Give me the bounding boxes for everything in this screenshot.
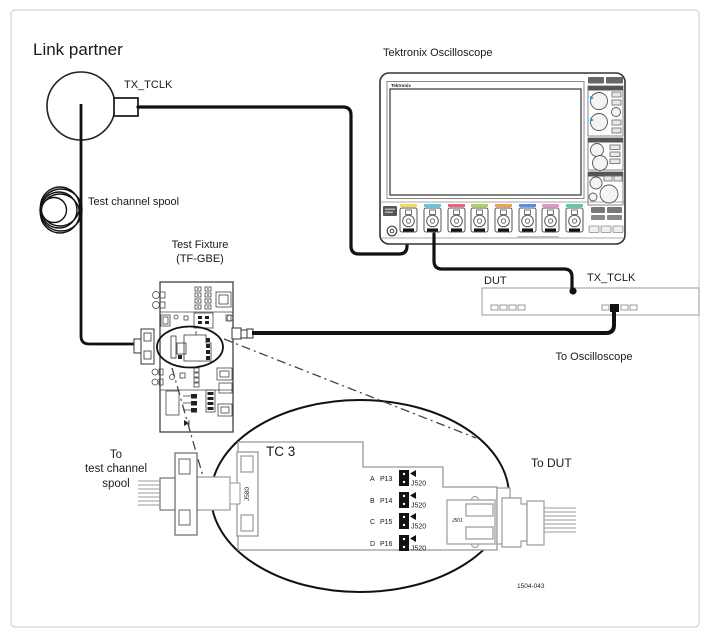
jumper-a-pin: P13 xyxy=(380,476,393,483)
spool-side-plug xyxy=(138,452,241,536)
scope-channel-row xyxy=(399,204,584,233)
ch7-bnc-connector xyxy=(541,207,560,233)
figure-number: 1504-043 xyxy=(517,583,545,590)
ch4-bnc-connector xyxy=(470,207,489,233)
link-partner-node xyxy=(46,71,139,346)
test-fixture-board xyxy=(133,281,254,433)
tx-tclk-connector xyxy=(113,97,139,117)
scope-screen xyxy=(386,81,585,199)
jumper-row-c xyxy=(399,513,416,529)
ch3-color-stripe xyxy=(448,204,465,207)
to-spool-label-line3: spool xyxy=(102,478,130,490)
dut-board xyxy=(481,287,700,316)
jumper-b-ref: J520 xyxy=(411,503,426,510)
test-fixture-label-line1: Test Fixture xyxy=(172,239,229,251)
front-panel-fineprint xyxy=(517,236,559,238)
callout-source-ellipse xyxy=(156,325,224,369)
oscilloscope xyxy=(379,72,626,245)
ch6-color-stripe xyxy=(519,204,536,207)
jumper-row-b xyxy=(399,492,416,508)
ch5-bnc-connector xyxy=(494,207,513,233)
scope-brand-logo: Tektronix xyxy=(391,83,411,88)
ch8-color-stripe xyxy=(566,204,583,207)
test-channel-spool-label: Test channel spool xyxy=(88,196,179,208)
ch8-bnc-connector xyxy=(565,207,584,233)
ch2-color-stripe xyxy=(424,204,441,207)
oscilloscope-title: Tektronix Oscilloscope xyxy=(383,47,492,59)
j501-connector xyxy=(446,496,496,548)
jumper-d-ref: J520 xyxy=(411,546,426,553)
cable-ch2-to-dut xyxy=(432,232,574,291)
ch1-color-stripe xyxy=(400,204,417,207)
j580-label: J580 xyxy=(244,487,251,501)
dut-bottom-connector-pad xyxy=(610,304,619,312)
jumper-b-pin: P14 xyxy=(380,498,393,505)
scope-control-panel xyxy=(587,77,624,206)
magnified-tc3-view xyxy=(138,441,576,551)
ch5-color-stripe xyxy=(495,204,512,207)
jumper-d-pin: P16 xyxy=(380,541,393,548)
jumper-c-channel: C xyxy=(370,519,375,526)
tc3-section-mini xyxy=(170,331,212,362)
jumper-row-d xyxy=(399,535,416,551)
scope-model-badge xyxy=(383,206,397,216)
ch6-bnc-connector xyxy=(518,207,537,233)
j580-connector xyxy=(236,451,259,537)
jumper-c-pin: P15 xyxy=(380,519,393,526)
to-dut-label: To DUT xyxy=(531,456,572,470)
txtclk-source-label: TX_TCLK xyxy=(124,79,173,91)
ch7-color-stripe xyxy=(542,204,559,207)
figure-border xyxy=(10,9,700,628)
test-channel-spool xyxy=(39,186,83,234)
fixture-right-bnc xyxy=(231,327,254,340)
test-fixture-label-line2: (TF-GBE) xyxy=(176,253,224,265)
dut-side-plug xyxy=(501,497,576,548)
j501-label: J501 xyxy=(451,518,463,524)
jumper-b-channel: B xyxy=(370,498,375,505)
power-button-icon xyxy=(386,225,398,237)
jumper-row-a xyxy=(399,470,416,486)
to-spool-label-line1: To xyxy=(110,449,122,461)
cable-linkpartner-to-fixture xyxy=(79,104,134,346)
to-spool-label-line2: test channel xyxy=(85,463,147,475)
to-oscilloscope-label: To Oscilloscope xyxy=(555,351,632,363)
ch1-bnc-connector xyxy=(399,207,418,233)
callout-leader-lines xyxy=(171,338,477,488)
dut-label: DUT xyxy=(484,275,507,287)
dut-txtclk-label: TX_TCLK xyxy=(587,272,636,284)
dut-txtclk-probe-point xyxy=(569,287,577,295)
ch4-color-stripe xyxy=(471,204,488,207)
fixture-left-connector xyxy=(133,328,155,365)
link-partner-label: Link partner xyxy=(33,40,123,59)
jumper-c-ref: J520 xyxy=(411,524,426,531)
jumper-a-ref: J520 xyxy=(411,481,426,488)
tc3-section-title: TC 3 xyxy=(266,444,295,459)
ch3-bnc-connector xyxy=(447,207,466,233)
cable-txtclk-to-ch1 xyxy=(136,105,409,256)
cable-fixture-to-dut xyxy=(252,312,616,335)
jumper-d-channel: D xyxy=(370,541,375,548)
scope-bottom-buttons xyxy=(588,207,624,233)
jumper-a-channel: A xyxy=(370,476,375,483)
ch2-bnc-connector xyxy=(423,207,442,233)
